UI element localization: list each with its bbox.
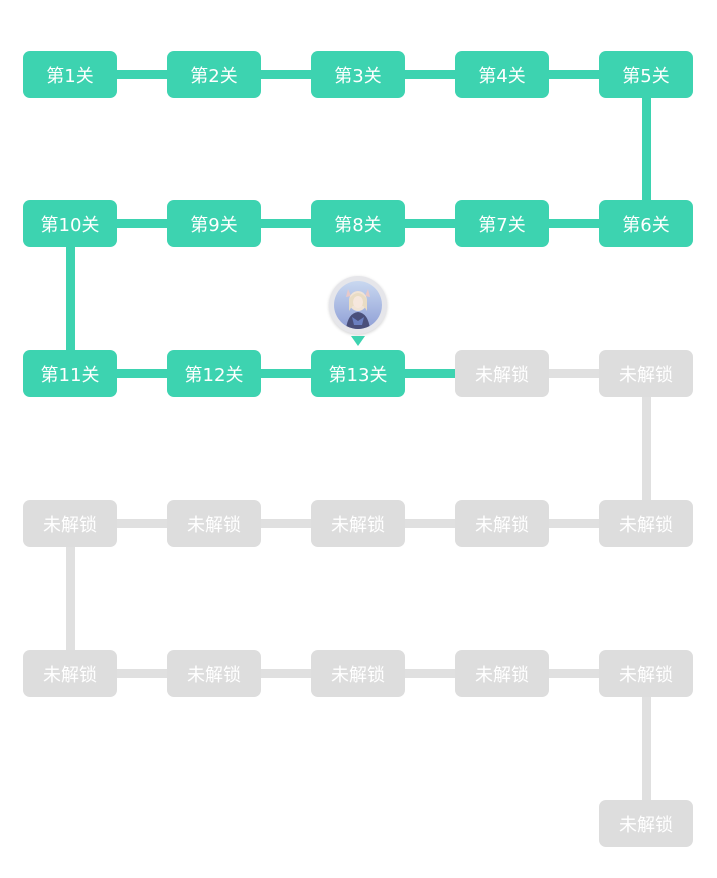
- path-connector: [404, 669, 456, 678]
- path-connector: [404, 70, 456, 79]
- path-connector: [116, 669, 168, 678]
- path-connector: [404, 219, 456, 228]
- path-connector: [65, 246, 75, 351]
- locked-level-button[interactable]: 未解锁: [23, 500, 117, 547]
- level-button-9[interactable]: 第9关: [167, 200, 261, 247]
- level-button-5[interactable]: 第5关: [599, 51, 693, 98]
- locked-level-button[interactable]: 未解锁: [599, 800, 693, 847]
- path-connector: [116, 219, 168, 228]
- locked-level-button[interactable]: 未解锁: [455, 350, 549, 397]
- level-button-11[interactable]: 第11关: [23, 350, 117, 397]
- locked-level-button[interactable]: 未解锁: [167, 650, 261, 697]
- path-connector: [548, 369, 600, 378]
- path-connector: [116, 519, 168, 528]
- current-level-marker: [329, 276, 387, 346]
- locked-level-button[interactable]: 未解锁: [599, 650, 693, 697]
- level-button-4[interactable]: 第4关: [455, 51, 549, 98]
- path-connector: [65, 546, 75, 651]
- level-button-7[interactable]: 第7关: [455, 200, 549, 247]
- locked-level-button[interactable]: 未解锁: [311, 500, 405, 547]
- path-connector: [116, 70, 168, 79]
- path-connector: [548, 519, 600, 528]
- path-connector: [260, 70, 312, 79]
- locked-level-button[interactable]: 未解锁: [311, 650, 405, 697]
- level-button-6[interactable]: 第6关: [599, 200, 693, 247]
- level-button-3[interactable]: 第3关: [311, 51, 405, 98]
- level-button-12[interactable]: 第12关: [167, 350, 261, 397]
- path-connector: [260, 369, 312, 378]
- path-connector: [548, 219, 600, 228]
- level-button-2[interactable]: 第2关: [167, 51, 261, 98]
- path-connector: [548, 669, 600, 678]
- level-button-10[interactable]: 第10关: [23, 200, 117, 247]
- path-connector: [260, 519, 312, 528]
- level-button-13[interactable]: 第13关: [311, 350, 405, 397]
- path-connector: [260, 219, 312, 228]
- path-connector: [641, 97, 651, 201]
- player-avatar-icon: [334, 281, 382, 329]
- path-connector: [404, 369, 456, 378]
- locked-level-button[interactable]: 未解锁: [455, 650, 549, 697]
- path-connector: [548, 70, 600, 79]
- path-connector: [641, 396, 651, 501]
- marker-pointer-icon: [351, 336, 365, 346]
- path-connector: [260, 669, 312, 678]
- path-connector: [641, 696, 651, 801]
- locked-level-button[interactable]: 未解锁: [599, 500, 693, 547]
- locked-level-button[interactable]: 未解锁: [455, 500, 549, 547]
- locked-level-button[interactable]: 未解锁: [167, 500, 261, 547]
- path-connector: [404, 519, 456, 528]
- path-connector: [116, 369, 168, 378]
- level-button-1[interactable]: 第1关: [23, 51, 117, 98]
- level-button-8[interactable]: 第8关: [311, 200, 405, 247]
- locked-level-button[interactable]: 未解锁: [599, 350, 693, 397]
- locked-level-button[interactable]: 未解锁: [23, 650, 117, 697]
